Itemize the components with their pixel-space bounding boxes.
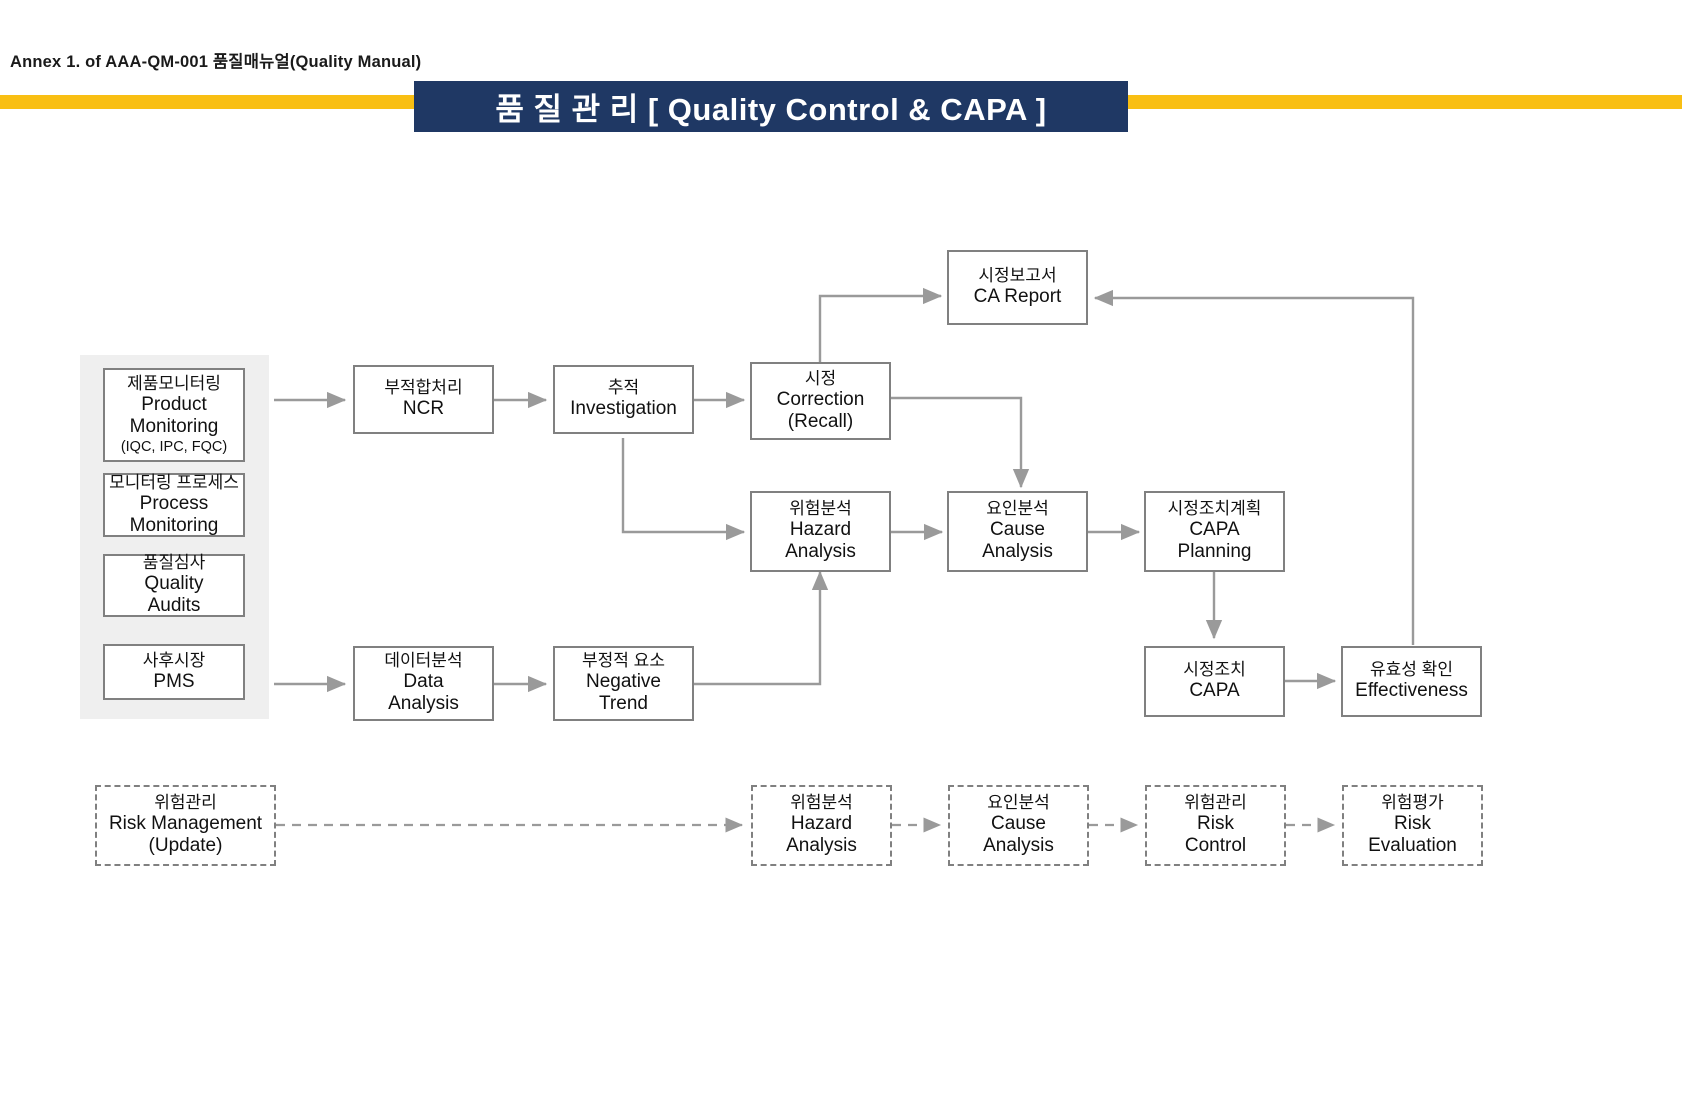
node-risk-cause-analysis[interactable]: 요인분석 Cause Analysis (948, 785, 1089, 866)
node-label-ko: 유효성 확인 (1370, 660, 1453, 680)
node-product-monitoring[interactable]: 제품모니터링 Product Monitoring (IQC, IPC, FQC… (103, 368, 245, 462)
node-label-ko: 부정적 요소 (582, 651, 665, 671)
node-label-ko: 위험관리 (1184, 793, 1247, 813)
node-capa[interactable]: 시정조치 CAPA (1144, 646, 1285, 717)
node-label-en: Process (139, 492, 209, 514)
wire-effectiveness-to-ca-report (1093, 289, 1415, 645)
wire-investigation-to-hazard (621, 438, 746, 541)
node-label-en: Hazard (789, 519, 852, 541)
node-label-en2: Control (1184, 835, 1247, 857)
node-label-en2: Analysis (785, 541, 856, 563)
node-label-en2: Audits (147, 595, 201, 617)
node-label-en2: Monitoring (129, 514, 219, 536)
node-label-ko: 시정보고서 (978, 266, 1057, 286)
node-label-en: Risk (1197, 813, 1234, 835)
node-label-en2: Trend (599, 693, 648, 715)
node-label-ko: 위험분석 (790, 793, 853, 813)
node-label-en2: Planning (1177, 541, 1252, 563)
node-label-en: Product (141, 394, 207, 416)
node-risk-management[interactable]: 위험관리 Risk Management (Update) (95, 785, 276, 866)
wire-negative-trend-to-hazard (694, 570, 829, 686)
node-label-ko: 시정조치계획 (1167, 499, 1262, 519)
node-capa-planning[interactable]: 시정조치계획 CAPA Planning (1144, 491, 1285, 572)
node-label-en2: (Update) (148, 835, 223, 857)
node-label-en: Data (403, 671, 444, 693)
node-label-en: PMS (153, 670, 195, 692)
node-label-en2: (Recall) (787, 410, 854, 432)
node-data-analysis[interactable]: 데이터분석 Data Analysis (353, 646, 494, 721)
title-banner: 품 질 관 리 [ Quality Control & CAPA ] (414, 81, 1128, 132)
node-hazard-analysis[interactable]: 위험분석 Hazard Analysis (750, 491, 891, 572)
node-negative-trend[interactable]: 부정적 요소 Negative Trend (553, 646, 694, 721)
node-label-en2: Analysis (786, 835, 857, 857)
node-label-ko: 요인분석 (986, 499, 1049, 519)
node-effectiveness[interactable]: 유효성 확인 Effectiveness (1341, 646, 1482, 717)
node-label-ko: 시정조치 (1183, 660, 1246, 680)
wire-correction-to-cause (891, 396, 1030, 489)
node-cause-analysis[interactable]: 요인분석 Cause Analysis (947, 491, 1088, 572)
node-label-en: CA Report (973, 286, 1062, 308)
node-correction[interactable]: 시정 Correction (Recall) (750, 362, 891, 440)
node-label-ko: 위험분석 (789, 499, 852, 519)
node-label-sub: (IQC, IPC, FQC) (120, 438, 228, 455)
node-process-monitoring[interactable]: 모니터링 프로세스 Process Monitoring (103, 473, 245, 537)
node-label-en: Investigation (570, 398, 677, 420)
node-label-en2: Analysis (388, 693, 459, 715)
node-label-ko: 사후시장 (142, 650, 206, 670)
node-label-en: Hazard (790, 813, 853, 835)
node-label-en2: Monitoring (129, 416, 219, 438)
node-ncr[interactable]: 부적합처리 NCR (353, 365, 494, 434)
node-label-en: Effectiveness (1355, 680, 1468, 702)
node-label-ko: 데이터분석 (384, 651, 463, 671)
node-quality-audits[interactable]: 품질심사 Quality Audits (103, 553, 245, 617)
node-pms[interactable]: 사후시장 PMS (103, 644, 245, 700)
node-label-ko: 모니터링 프로세스 (109, 472, 239, 492)
node-ca-report[interactable]: 시정보고서 CA Report (947, 250, 1088, 325)
node-label-en2: Evaluation (1368, 835, 1457, 857)
node-label-ko: 요인분석 (987, 793, 1050, 813)
node-label-en: Cause (990, 519, 1045, 541)
node-risk-evaluation[interactable]: 위험평가 Risk Evaluation (1342, 785, 1483, 866)
node-label-en: Risk (1394, 813, 1431, 835)
node-label-ko: 위험관리 (154, 793, 217, 813)
node-label-en2: Analysis (982, 541, 1053, 563)
node-label-ko: 추적 (607, 378, 640, 398)
wire-correction-to-ca-report (818, 287, 943, 362)
node-label-en: Negative (586, 671, 661, 693)
page-title: 품 질 관 리 [ Quality Control & CAPA ] (495, 92, 1047, 127)
node-label-ko: 위험평가 (1381, 793, 1444, 813)
node-label-en2: Analysis (983, 835, 1054, 857)
node-label-ko: 제품모니터링 (127, 374, 221, 394)
node-label-en: CAPA (1189, 519, 1240, 541)
node-label-ko: 부적합처리 (384, 378, 463, 398)
node-label-en: Risk Management (108, 813, 263, 835)
node-label-en: NCR (402, 398, 445, 420)
node-label-en: Quality (144, 573, 204, 595)
node-label-en: Correction (776, 388, 865, 410)
annex-label: Annex 1. of AAA-QM-001 품질매뉴얼(Quality Man… (10, 53, 422, 71)
node-investigation[interactable]: 추적 Investigation (553, 365, 694, 434)
node-label-en: CAPA (1189, 680, 1240, 702)
node-label-ko: 시정 (804, 368, 837, 388)
node-risk-control[interactable]: 위험관리 Risk Control (1145, 785, 1286, 866)
node-label-en: Cause (991, 813, 1046, 835)
node-risk-hazard-analysis[interactable]: 위험분석 Hazard Analysis (751, 785, 892, 866)
node-label-ko: 품질심사 (142, 553, 206, 573)
